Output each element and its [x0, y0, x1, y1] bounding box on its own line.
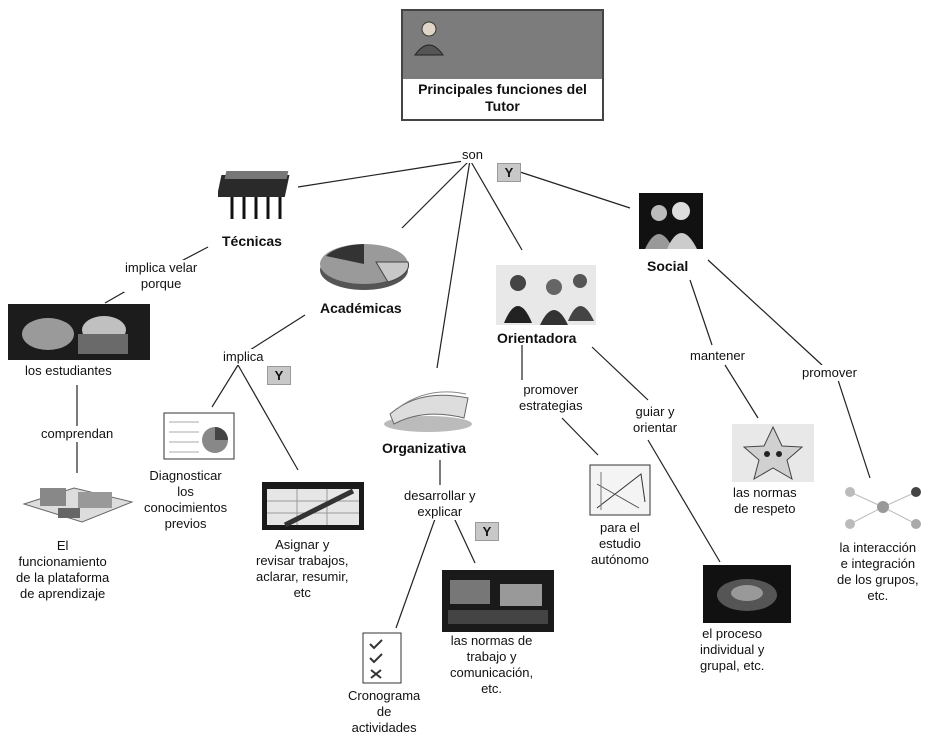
geometry-tools-icon	[589, 464, 651, 516]
node-orientadora: Orientadora	[497, 330, 577, 346]
campus-buildings-icon	[22, 487, 134, 523]
tutor-person-icon	[414, 21, 444, 56]
y-badge: Y	[497, 163, 521, 182]
node-normas-respeto: las normas de respeto	[733, 485, 797, 516]
checklist-icon	[362, 632, 402, 684]
node-proceso: el proceso individual y grupal, etc.	[700, 626, 765, 673]
link-desarrollar-explicar: desarrollar y explicar	[403, 488, 477, 520]
node-organizativa: Organizativa	[382, 440, 467, 456]
processor-icon	[703, 565, 791, 623]
office-desk-icon	[442, 570, 554, 632]
pen-spreadsheet-icon	[262, 482, 364, 530]
students-icon	[8, 304, 150, 360]
node-tecnicas: Técnicas	[222, 233, 282, 249]
node-interaccion: la interacción e integración de los grup…	[837, 540, 919, 603]
node-estudiantes: los estudiantes	[25, 363, 112, 378]
network-people-icon	[845, 487, 921, 529]
node-diagnosticar: Diagnosticar los conocimientos previos	[144, 468, 228, 531]
pie-chart-icon	[320, 244, 409, 290]
documents-icon	[384, 391, 472, 432]
title-image	[403, 11, 602, 79]
link-promover: promover	[801, 365, 858, 381]
link-comprendan: comprendan	[40, 426, 115, 442]
star-face-icon	[732, 424, 814, 482]
title-node: Principales funciones del Tutor	[401, 9, 604, 121]
node-cronograma: Cronograma de actividades	[348, 688, 421, 735]
node-academicas: Académicas	[320, 300, 402, 316]
node-social: Social	[647, 258, 689, 274]
node-asignar: Asignar y revisar trabajos, aclarar, res…	[256, 537, 349, 600]
node-normas-trabajo: las normas de trabajo y comunicación, et…	[450, 633, 534, 696]
node-plataforma: El funcionamiento de la plataforma de ap…	[16, 538, 110, 601]
node-estudio: para el estudio autónomo	[591, 520, 649, 567]
title-text: Principales funciones del Tutor	[418, 81, 587, 114]
chart-report-icon	[163, 412, 235, 460]
link-promover-estrategias: promover estrategias	[518, 382, 584, 414]
link-implica: implica	[222, 349, 265, 365]
link-son: son	[461, 147, 484, 163]
link-guiar-orientar: guiar y orientar	[632, 404, 679, 436]
y-badge: Y	[475, 522, 499, 541]
link-implica-velar: implica velar porque	[124, 260, 199, 292]
computer-chip-icon	[218, 171, 290, 219]
link-mantener: mantener	[689, 348, 746, 364]
y-badge: Y	[267, 366, 291, 385]
group-people-icon	[639, 193, 703, 249]
people-meeting-icon	[496, 265, 596, 325]
